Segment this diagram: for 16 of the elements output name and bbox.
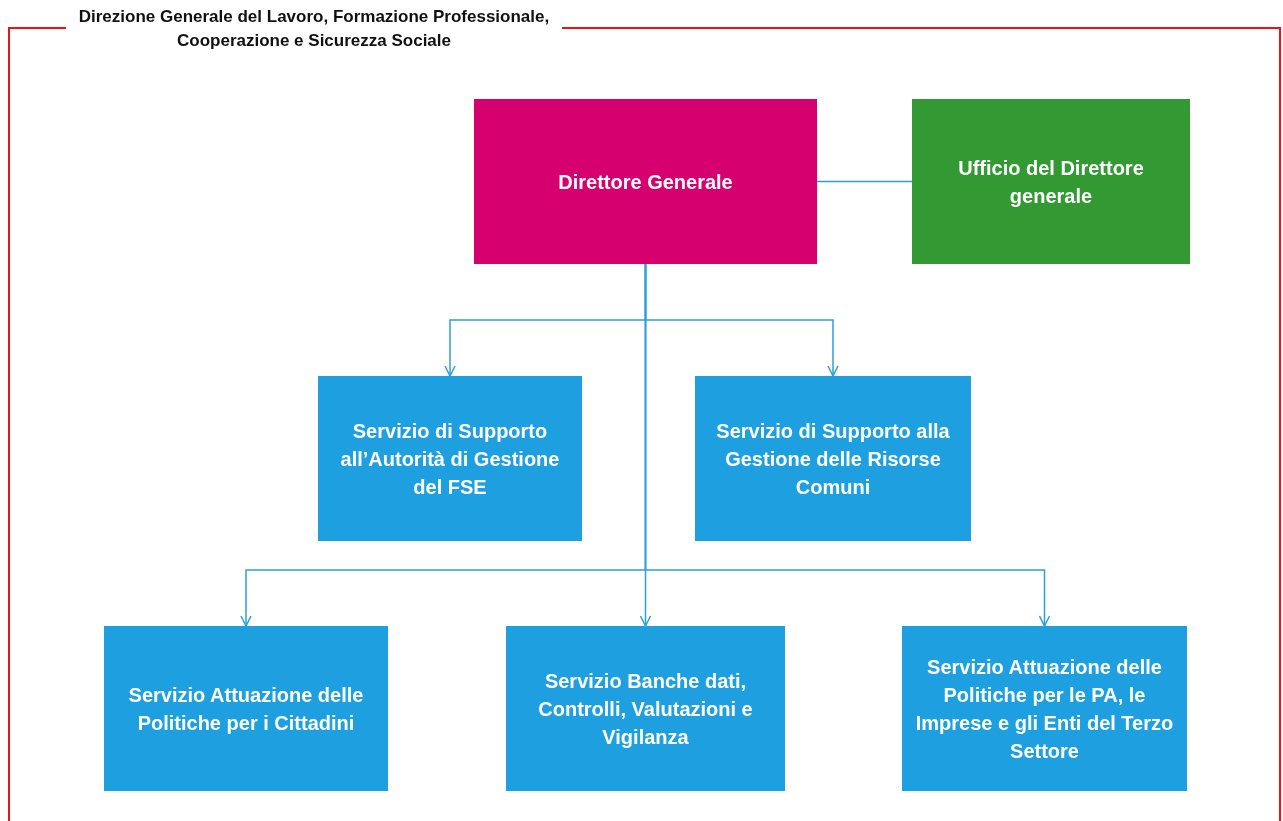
org-unit-box xyxy=(104,626,388,791)
org-unit-box xyxy=(912,99,1190,264)
unit-label: Servizio Banche dati, Controlli, Valutazioni e Vigilanza xyxy=(537,668,754,750)
connector-line xyxy=(816,180,913,183)
unit-label: Servizio di Supporto alla Gestione delle Risorse Comuni xyxy=(715,418,951,500)
unit-label: Direttore Generale xyxy=(558,169,733,195)
connector-arrow xyxy=(644,263,1051,627)
unit-label: Servizio di Supporto all’Autorità di Gestione del FSE xyxy=(339,418,561,500)
org-unit-box xyxy=(474,99,817,264)
unit-label: Servizio Attuazione delle Politiche per le PA, le Imprese e gli Enti del Terzo Settore xyxy=(914,654,1175,764)
org-unit-box xyxy=(318,376,582,541)
unit-label: Ufficio del Direttore generale xyxy=(957,155,1145,209)
org-unit-box xyxy=(506,626,785,791)
org-unit-box xyxy=(902,626,1187,791)
org-unit-box xyxy=(695,376,971,541)
unit-label: Servizio Attuazione delle Politiche per i Cittadini xyxy=(127,682,365,736)
